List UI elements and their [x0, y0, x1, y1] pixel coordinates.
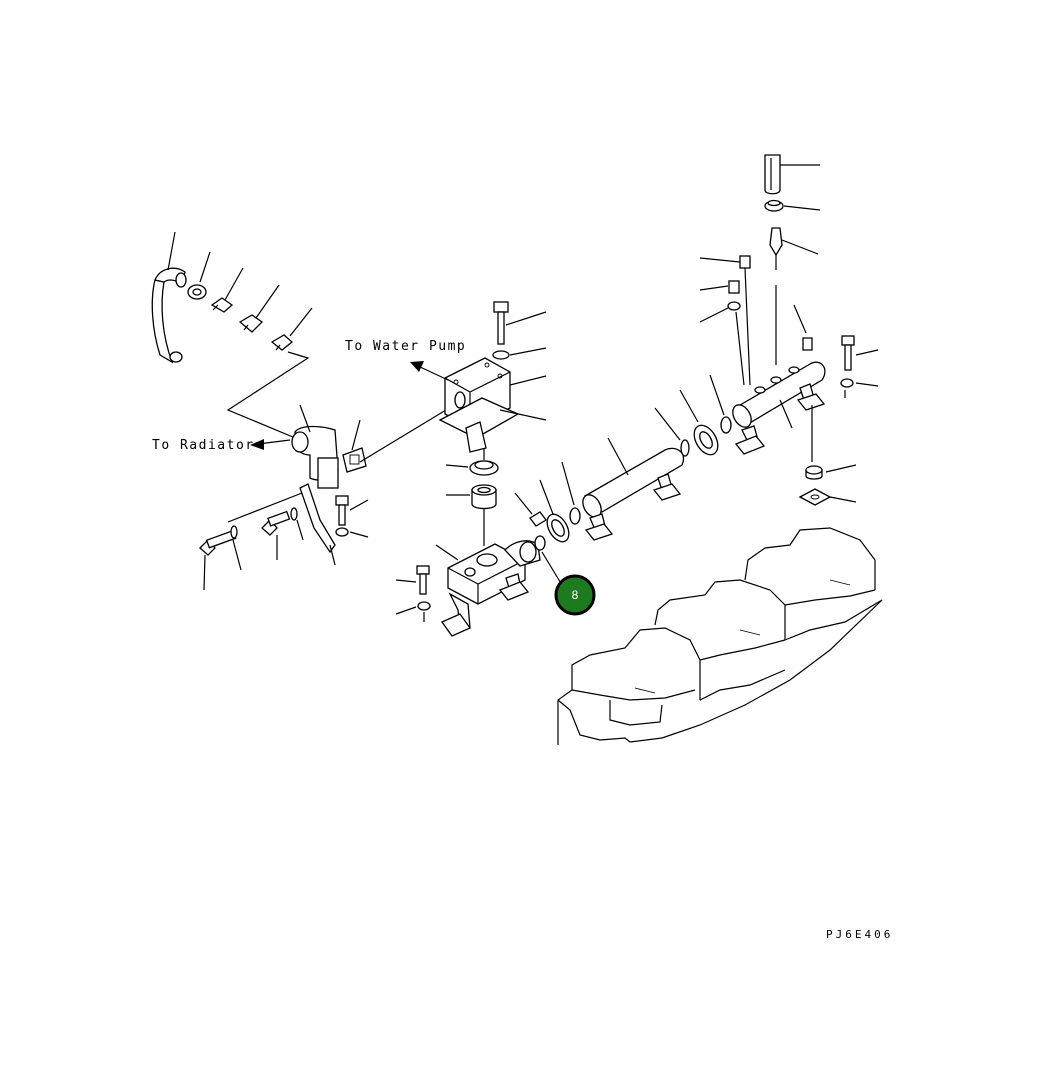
to-radiator-label: To Radiator: [152, 438, 255, 453]
to-water-pump-label: To Water Pump: [345, 339, 466, 354]
plug-right: [793, 304, 813, 351]
sleeve-top: [764, 154, 820, 195]
bolt-short-left: [261, 510, 291, 536]
pump-gasket: [438, 397, 547, 453]
o-ring-pipe: [654, 407, 690, 457]
hose-clamp: [187, 284, 207, 300]
bolt-lower-left: [395, 565, 431, 622]
bolt-upper-left: [699, 255, 751, 386]
pump-connection-line: [359, 409, 447, 463]
leader-lines-left: [167, 231, 313, 441]
engine-block: [557, 527, 883, 745]
callout-marker-8[interactable]: 8: [554, 574, 596, 616]
hose-fitting-3: [270, 334, 294, 351]
connecting-pipe: [582, 437, 685, 541]
seal-ring-center: [445, 460, 499, 476]
sensor-probe: [769, 227, 819, 365]
clip-top: [764, 199, 821, 212]
drawing-code: PJ6E406: [826, 928, 893, 941]
plug-fitting-center: [514, 492, 547, 527]
bolt-top-center: [493, 301, 547, 345]
hose-fitting-1: [210, 297, 234, 313]
washer-left-2: [290, 507, 298, 521]
elbow-housing: [291, 404, 339, 489]
callout-number: 8: [572, 588, 579, 602]
seal-ring-mid: [539, 479, 570, 543]
to-radiator-arrow: [250, 439, 291, 450]
spacer-center: [446, 484, 497, 546]
washer-upper: [699, 301, 745, 386]
mounting-bracket: [299, 483, 336, 554]
o-ring-upper: [709, 374, 732, 434]
callout-leader: [541, 551, 563, 586]
manifold-lower-front: [435, 540, 541, 637]
seal-ring-upper: [679, 389, 719, 456]
plug-upper: [699, 280, 740, 294]
gasket-left: [342, 419, 367, 473]
manifold-upper-rear: [732, 361, 826, 455]
o-ring-low: [534, 535, 546, 551]
bypass-hose: [151, 267, 187, 364]
washer-left: [230, 525, 238, 539]
gasket-right: [798, 488, 857, 506]
hose-fitting-2: [238, 314, 264, 333]
bolt-long-left: [199, 529, 237, 556]
washer-top-center: [492, 347, 547, 360]
callout-circle[interactable]: [554, 574, 596, 616]
o-ring-mid: [561, 461, 581, 525]
to-water-pump-arrow: [410, 361, 449, 381]
leader-lines-left-bottom: [203, 492, 336, 591]
bolt-right: [840, 335, 879, 398]
grommet-right: [805, 464, 857, 480]
bolt-center-left: [335, 495, 369, 538]
